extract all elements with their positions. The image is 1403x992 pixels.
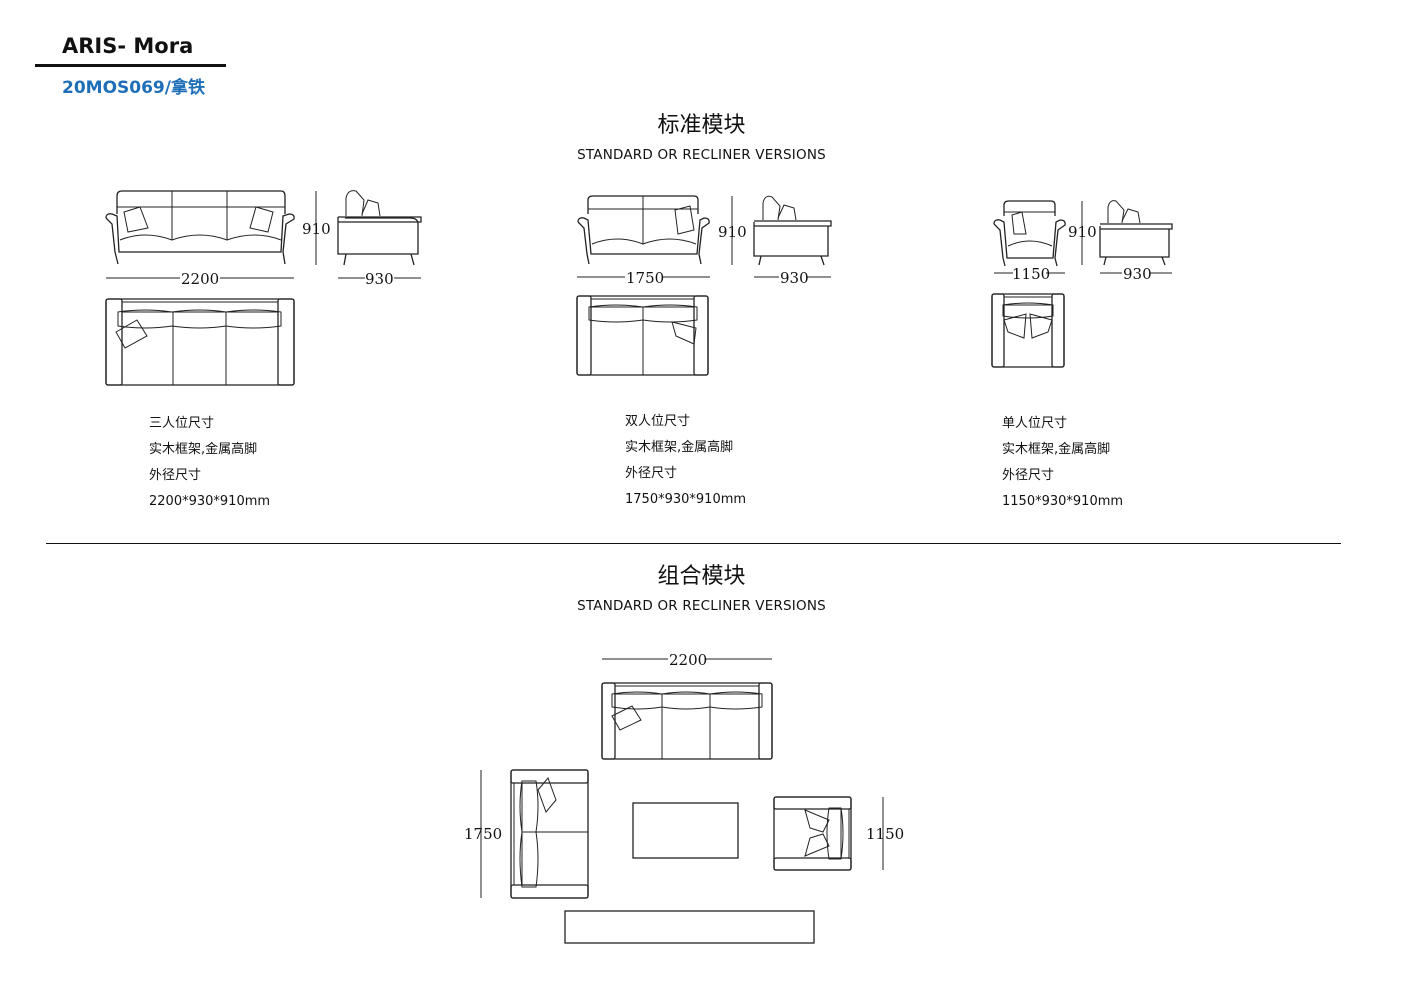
- combo-left-length-label: 1750: [464, 825, 502, 843]
- single-seater-depth-label: 930: [1123, 265, 1152, 283]
- spec-size: 2200*930*910mm: [149, 494, 271, 509]
- brand-underline: [35, 64, 226, 67]
- combo-subtitle: STANDARD OR RECLINER VERSIONS: [577, 598, 826, 614]
- spec-material: 实木框架,金属高脚: [625, 440, 734, 455]
- spec-outer-label: 外径尺寸: [1002, 468, 1055, 483]
- two-seater-height-label: 910: [718, 223, 747, 241]
- single-seater-front-view: 1150 910: [993, 200, 1097, 283]
- spec-name: 双人位尺寸: [625, 414, 691, 429]
- combo-title: 组合模块: [657, 564, 746, 589]
- single-seater-width-label: 1150: [1012, 265, 1050, 283]
- spec-outer-label: 外径尺寸: [149, 468, 202, 483]
- spec-outer-label: 外径尺寸: [625, 466, 678, 481]
- spec-name: 单人位尺寸: [1002, 416, 1068, 431]
- combo-coffee-table: [632, 802, 739, 859]
- combo-top-width-label: 2200: [669, 651, 707, 669]
- three-seater-depth-label: 930: [365, 270, 394, 288]
- three-seater-height-label: 910: [302, 220, 331, 238]
- brand-title: ARIS- Mora: [62, 34, 194, 58]
- three-seater-side-view: 930: [337, 190, 422, 288]
- single-seater-height-label: 910: [1068, 223, 1097, 241]
- single-seater-side-view: 930: [1099, 200, 1173, 283]
- two-seater-side-view: 930: [753, 195, 832, 287]
- spec-single-seater: 单人位尺寸 实木框架,金属高脚 外径尺寸 1150*930*910mm: [1002, 411, 1123, 515]
- two-seater-front-view: 1750 910: [577, 195, 747, 287]
- combo-three-seater: 2200: [601, 651, 773, 760]
- section-divider: [46, 543, 1341, 544]
- combo-single-seater: 1150: [773, 796, 904, 871]
- two-seater-width-label: 1750: [626, 269, 664, 287]
- spec-name: 三人位尺寸: [149, 416, 215, 431]
- combo-tv-console: [564, 910, 815, 944]
- single-seater-top-view: [991, 293, 1065, 368]
- model-code: 20MOS069/拿铁: [62, 78, 205, 98]
- two-seater-top-view: [576, 295, 709, 376]
- three-seater-width-label: 2200: [181, 270, 219, 288]
- three-seater-front-view: 2200 910: [105, 190, 331, 288]
- combo-two-seater: 1750: [464, 769, 589, 899]
- spec-two-seater: 双人位尺寸 实木框架,金属高脚 外径尺寸 1750*930*910mm: [625, 409, 746, 513]
- two-seater-depth-label: 930: [780, 269, 809, 287]
- spec-size: 1750*930*910mm: [625, 492, 747, 507]
- standard-subtitle: STANDARD OR RECLINER VERSIONS: [577, 147, 826, 163]
- spec-size: 1150*930*910mm: [1002, 494, 1124, 509]
- three-seater-top-view: [105, 298, 295, 386]
- combo-right-length-label: 1150: [866, 825, 904, 843]
- spec-material: 实木框架,金属高脚: [149, 442, 258, 457]
- spec-material: 实木框架,金属高脚: [1002, 442, 1111, 457]
- standard-title: 标准模块: [657, 113, 746, 138]
- spec-three-seater: 三人位尺寸 实木框架,金属高脚 外径尺寸 2200*930*910mm: [149, 411, 270, 515]
